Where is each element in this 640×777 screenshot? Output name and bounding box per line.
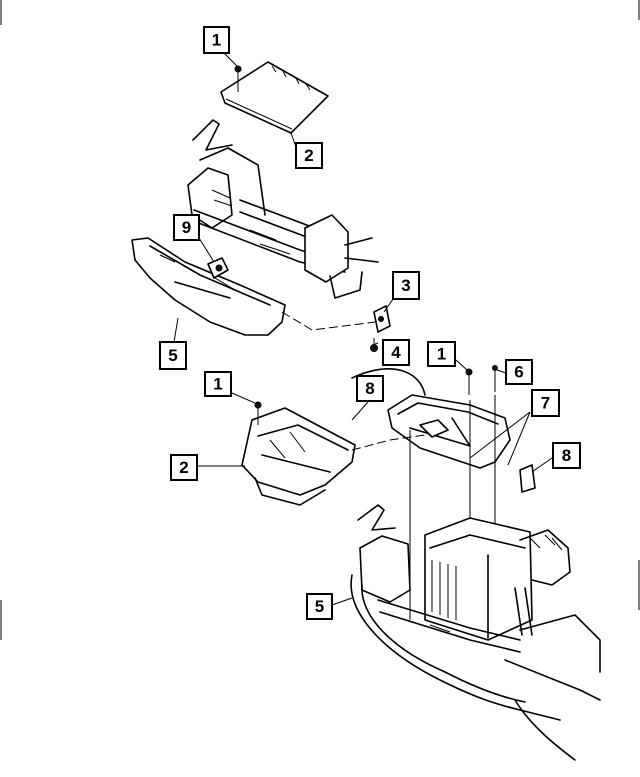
svg-text:7: 7 — [541, 394, 550, 413]
callout-8-right: 8 — [552, 442, 581, 469]
upper-fastener — [234, 65, 242, 92]
svg-text:5: 5 — [168, 346, 177, 365]
svg-text:4: 4 — [391, 343, 401, 362]
svg-text:3: 3 — [401, 276, 410, 295]
lower-air-box-cover — [241, 407, 356, 506]
callout-1-left: 1 — [204, 371, 232, 397]
callout-2-top: 2 — [295, 142, 323, 169]
upper-air-deflector — [131, 237, 286, 336]
radiator-block — [424, 517, 533, 641]
callout-1-top: 1 — [203, 26, 230, 54]
callout-2-lower: 2 — [170, 454, 198, 481]
svg-text:8: 8 — [365, 379, 374, 398]
callout-6: 6 — [505, 359, 533, 385]
vent-hose — [351, 368, 426, 396]
lower-assembly — [241, 365, 601, 761]
svg-text:9: 9 — [182, 218, 191, 237]
callout-1-right: 1 — [427, 341, 456, 367]
callout-7: 7 — [531, 389, 560, 417]
callout-3: 3 — [392, 271, 420, 300]
lower-left-fastener — [254, 401, 262, 425]
callout-5-lower: 5 — [306, 593, 333, 620]
side-clip — [519, 464, 536, 493]
right-fasteners — [465, 365, 498, 395]
callout-4: 4 — [382, 339, 410, 366]
battery-tray-frame — [387, 394, 511, 469]
svg-text:6: 6 — [514, 363, 523, 382]
lower-air-deflector — [350, 574, 576, 761]
leader-lines — [173, 52, 553, 606]
callout-8-top: 8 — [356, 375, 384, 402]
callout-9: 9 — [173, 214, 200, 241]
svg-text:5: 5 — [315, 597, 324, 616]
upper-bracket-dash-line — [281, 311, 376, 331]
callout-5-top: 5 — [159, 341, 187, 370]
svg-text:1: 1 — [212, 31, 221, 50]
bolt-part-4 — [370, 338, 378, 352]
svg-text:1: 1 — [213, 375, 222, 394]
svg-text:2: 2 — [179, 458, 188, 477]
upper-cover-plate — [220, 61, 329, 134]
upper-assembly — [131, 61, 391, 352]
svg-text:8: 8 — [562, 446, 571, 465]
bracket-part-9 — [207, 257, 229, 279]
lower-dash-line — [351, 434, 426, 451]
svg-text:1: 1 — [437, 345, 446, 364]
bracket-part-3 — [373, 305, 391, 333]
page-border-ticks — [0, 0, 640, 640]
svg-text:2: 2 — [304, 146, 313, 165]
